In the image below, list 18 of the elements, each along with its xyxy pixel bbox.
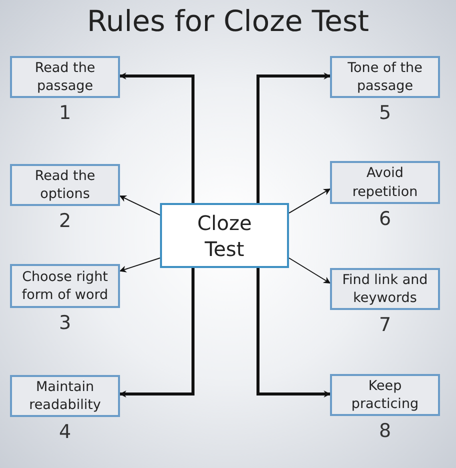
arrow xyxy=(288,188,331,214)
step-number: 1 xyxy=(58,102,72,124)
step-number: 3 xyxy=(58,312,72,334)
arrow xyxy=(119,72,195,203)
arrow xyxy=(256,268,331,398)
title: Rules for Cloze Test xyxy=(86,4,370,38)
arrow xyxy=(119,268,195,398)
arrow xyxy=(288,258,331,284)
step-number: 4 xyxy=(58,421,72,443)
step-number: 5 xyxy=(378,102,392,124)
step-number: 6 xyxy=(378,208,392,230)
central-topic-box: Cloze Test xyxy=(160,203,289,268)
arrow xyxy=(256,72,331,203)
arrow xyxy=(119,258,160,272)
step-number: 7 xyxy=(378,314,392,336)
step-number: 2 xyxy=(58,210,72,232)
step-number: 8 xyxy=(378,420,392,442)
arrow xyxy=(119,195,160,216)
